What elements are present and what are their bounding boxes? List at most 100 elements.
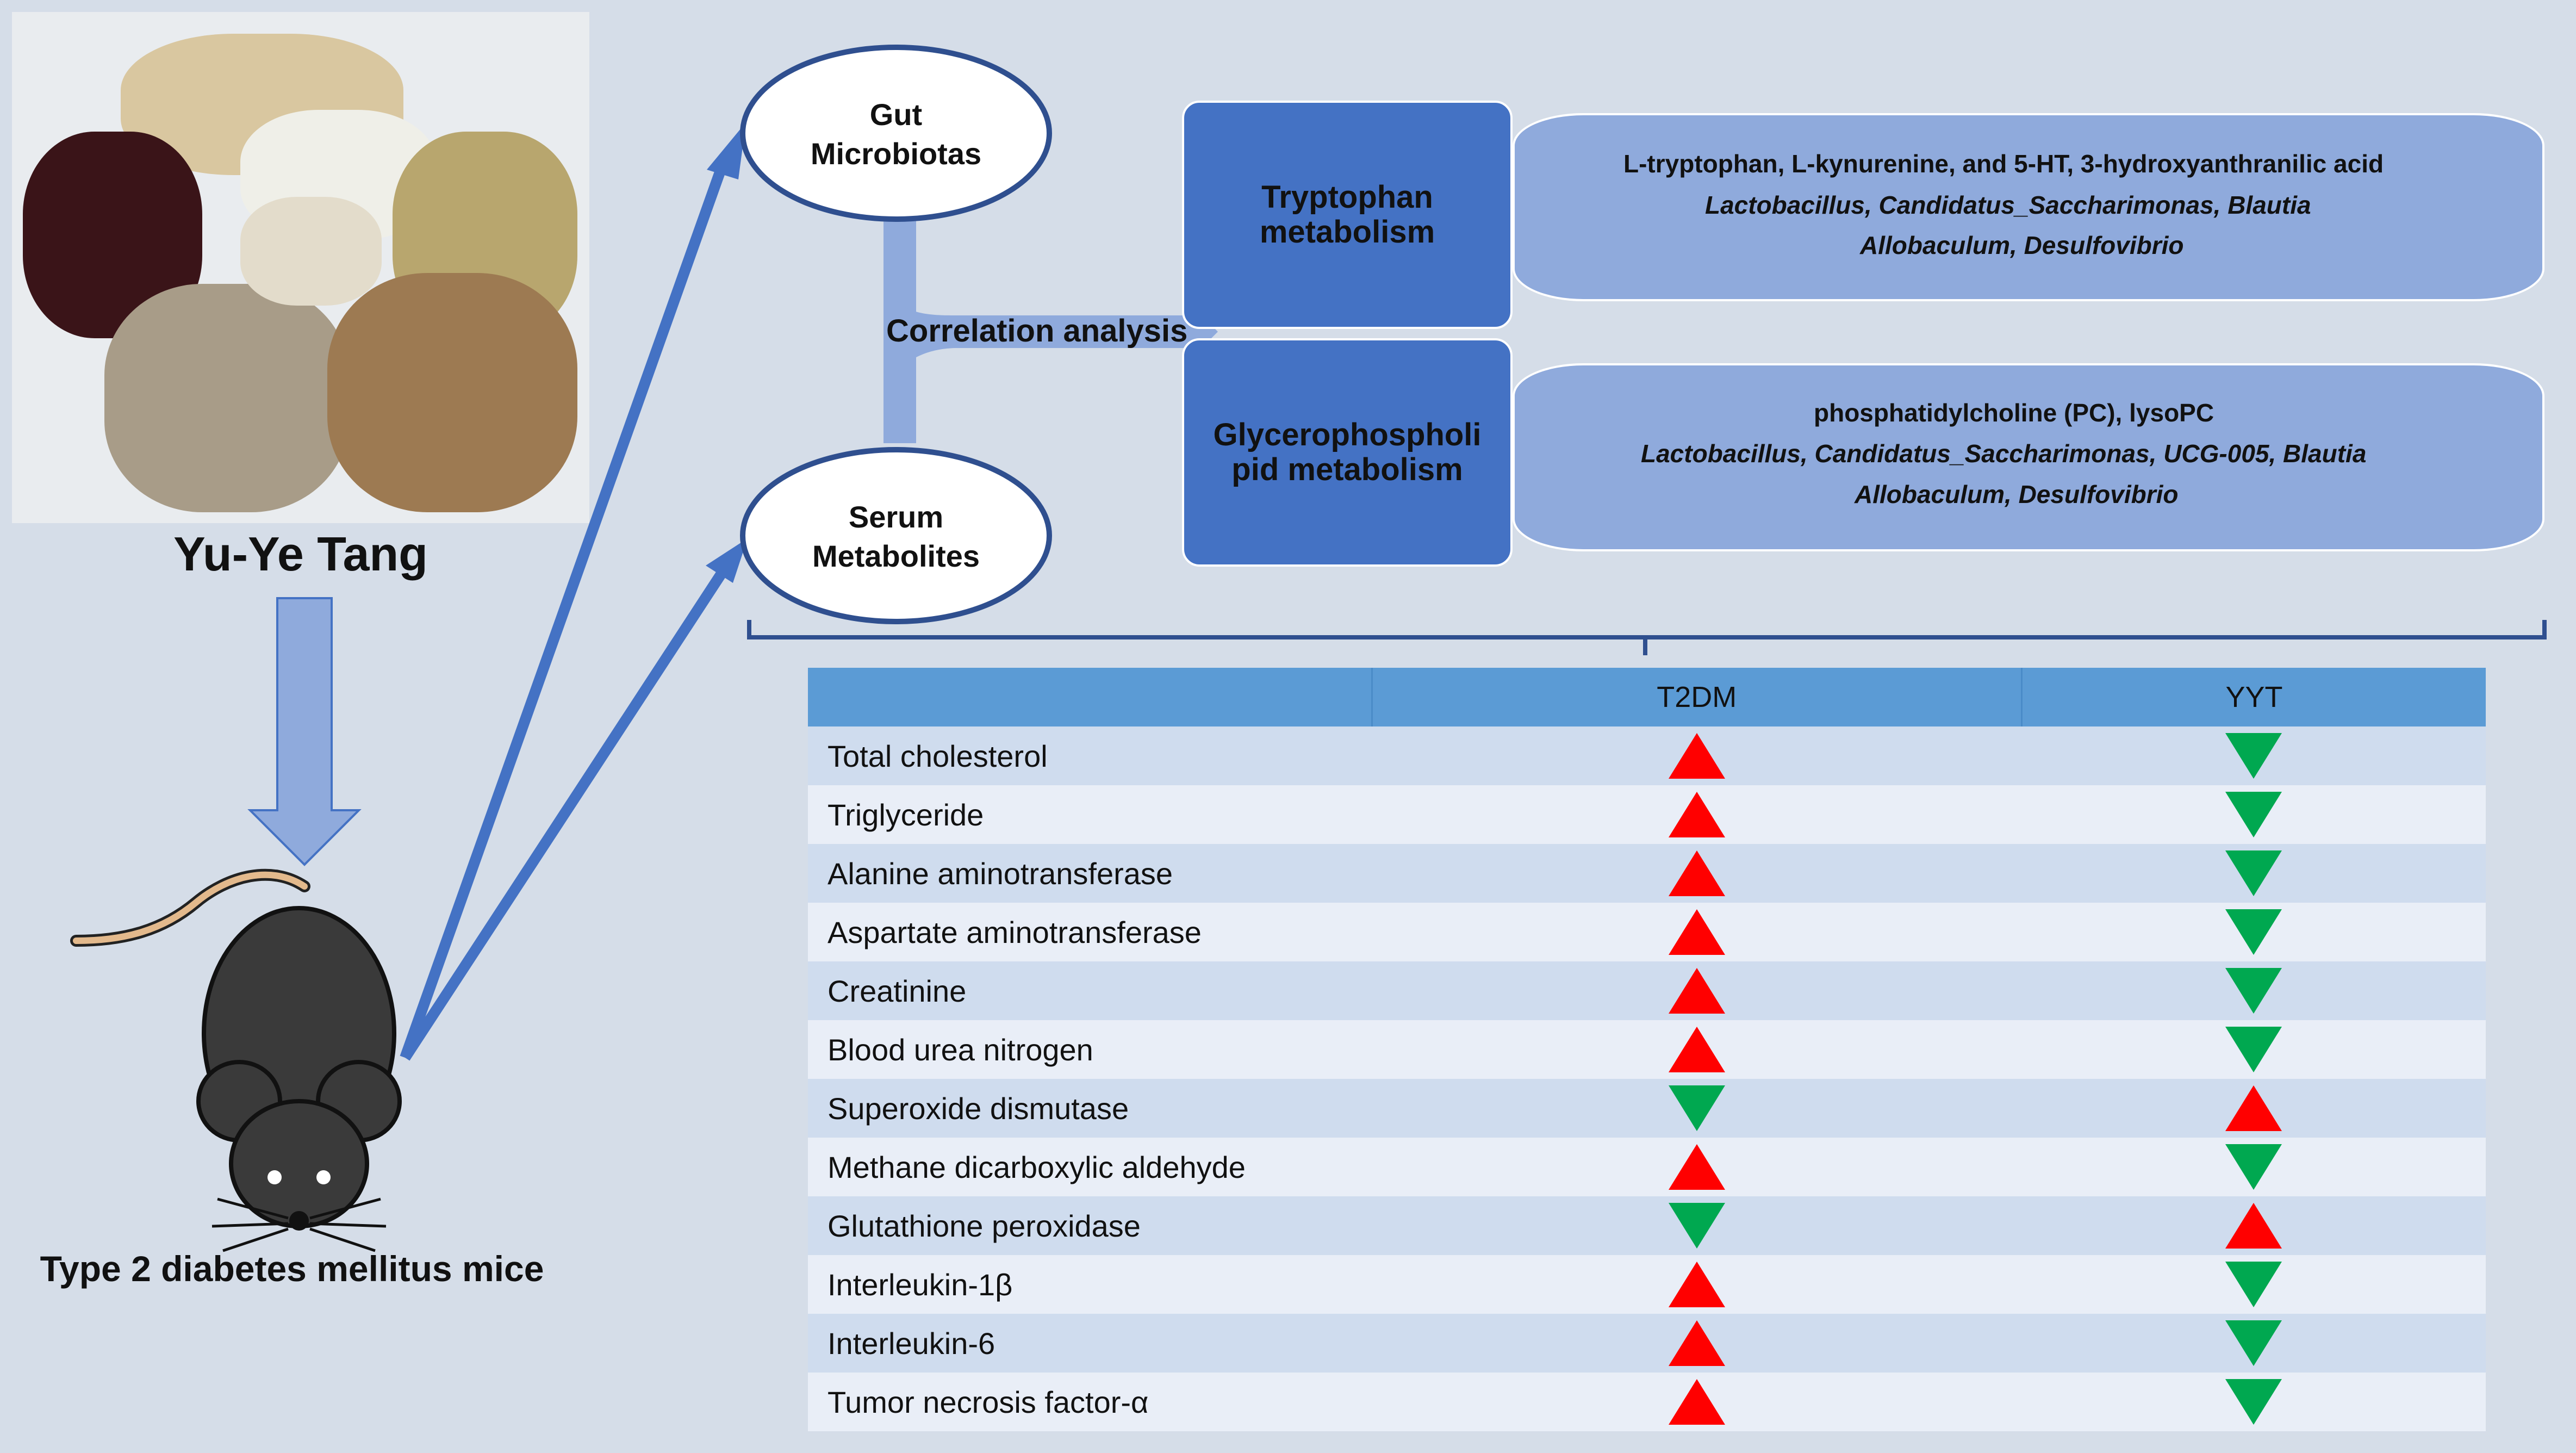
decrease-triangle-icon	[2225, 968, 2282, 1014]
table-row: Tumor necrosis factor-α	[808, 1373, 2486, 1431]
table-row: Total cholesterol	[808, 726, 2486, 785]
marker-name: Tumor necrosis factor-α	[808, 1373, 1372, 1431]
t2dm-cell	[1372, 1020, 2022, 1079]
table-row: Superoxide dismutase	[808, 1079, 2486, 1138]
mouse-icon	[70, 868, 402, 1252]
table-row: Triglyceride	[808, 785, 2486, 844]
marker-name: Triglyceride	[808, 785, 1372, 844]
table-row: Aspartate aminotransferase	[808, 903, 2486, 961]
increase-triangle-icon	[2225, 1085, 2282, 1131]
glycerophospholipid-title-line-1: Glycerophospholi	[1213, 417, 1482, 452]
increase-triangle-icon	[1668, 968, 1725, 1014]
increase-triangle-icon	[1668, 733, 1725, 779]
marker-name: Total cholesterol	[808, 726, 1372, 785]
t2dm-cell	[1372, 1373, 2022, 1431]
t2dm-cell	[1372, 785, 2022, 844]
increase-triangle-icon	[1668, 1379, 1725, 1425]
table-header-row: T2DM YYT	[808, 668, 2486, 726]
gut-label-line-1: Gut	[869, 97, 923, 132]
tryptophan-negative-bacteria: Allobaculum, Desulfovibrio	[1860, 231, 2184, 259]
arrow-to-serum	[400, 568, 728, 1061]
decrease-triangle-icon	[2225, 1379, 2282, 1425]
marker-name: Blood urea nitrogen	[808, 1020, 1372, 1079]
arrow-to-gut-head	[707, 122, 746, 179]
gut-ellipse-label: Gut Microbiotas	[743, 95, 1049, 173]
arrow-to-serum-head	[706, 538, 748, 583]
decrease-triangle-icon	[2225, 850, 2282, 896]
gut-ellipse	[740, 45, 1052, 222]
gut-label-line-2: Microbiotas	[810, 136, 982, 171]
decrease-triangle-icon	[2225, 792, 2282, 837]
t2dm-cell	[1372, 1079, 2022, 1138]
herb-brown-slices	[327, 273, 577, 512]
marker-name: Interleukin-6	[808, 1314, 1372, 1373]
increase-triangle-icon	[1668, 850, 1725, 896]
arrow-to-gut	[400, 161, 729, 1060]
decrease-triangle-icon	[1668, 1085, 1725, 1131]
glycerophospholipid-detail-box: phosphatidylcholine (PC), lysoPC Lactoba…	[1513, 363, 2544, 551]
decrease-triangle-icon	[2225, 1027, 2282, 1072]
marker-name: Superoxide dismutase	[808, 1079, 1372, 1138]
table-row: Methane dicarboxylic aldehyde	[808, 1138, 2486, 1196]
tryptophan-positive-bacteria: Lactobacillus, Candidatus_Saccharimonas,…	[1705, 191, 2311, 219]
increase-triangle-icon	[1668, 1320, 1725, 1366]
glycerophospholipid-negative-bacteria: Allobaculum, Desulfovibrio	[1855, 480, 2179, 508]
yyt-cell	[2021, 1255, 2486, 1314]
header-yyt: YYT	[2021, 668, 2486, 726]
table-row: Creatinine	[808, 961, 2486, 1020]
marker-name: Alanine aminotransferase	[808, 844, 1372, 903]
correlation-label: Correlation analysis	[886, 313, 1188, 349]
tryptophan-pathway-box: Tryptophan metabolism	[1182, 101, 1513, 329]
serum-label-line-1: Serum	[848, 500, 944, 534]
increase-triangle-icon	[1668, 1262, 1725, 1307]
yyt-cell	[2021, 961, 2486, 1020]
t2dm-cell	[1372, 961, 2022, 1020]
glycerophospholipid-positive-bacteria: Lactobacillus, Candidatus_Saccharimonas,…	[1641, 439, 2367, 468]
t2dm-cell	[1372, 1138, 2022, 1196]
yyt-cell	[2021, 844, 2486, 903]
serum-ellipse-label: Serum Metabolites	[743, 498, 1049, 576]
decrease-triangle-icon	[2225, 1144, 2282, 1190]
marker-name: Creatinine	[808, 961, 1372, 1020]
correlation-bridge	[883, 261, 1185, 413]
table-row: Alanine aminotransferase	[808, 844, 2486, 903]
yyt-cell	[2021, 726, 2486, 785]
t2dm-cell	[1372, 1196, 2022, 1255]
decrease-triangle-icon	[1668, 1203, 1725, 1249]
down-arrow	[247, 597, 362, 866]
yyt-cell	[2021, 1373, 2486, 1431]
marker-name: Glutathione peroxidase	[808, 1196, 1372, 1255]
table-row: Blood urea nitrogen	[808, 1020, 2486, 1079]
table-row: Interleukin-6	[808, 1314, 2486, 1373]
herb-photo	[12, 12, 589, 523]
serum-label-line-2: Metabolites	[812, 539, 980, 573]
tryptophan-title-line-2: metabolism	[1259, 214, 1435, 250]
header-marker	[808, 668, 1373, 726]
yyt-cell	[2021, 1314, 2486, 1373]
yyt-cell	[2021, 903, 2486, 961]
herb-pale-pieces	[240, 197, 382, 306]
herb-title: Yu-Ye Tang	[173, 527, 428, 581]
tryptophan-title-line-1: Tryptophan	[1261, 179, 1433, 215]
decrease-triangle-icon	[2225, 733, 2282, 779]
increase-triangle-icon	[1668, 1144, 1725, 1190]
mouse-label: Type 2 diabetes mellitus mice	[40, 1249, 544, 1289]
t2dm-cell	[1372, 903, 2022, 961]
t2dm-cell	[1372, 844, 2022, 903]
table-brace	[747, 620, 2547, 655]
yyt-cell	[2021, 1079, 2486, 1138]
herb-chunks	[104, 284, 349, 512]
table-row: Glutathione peroxidase	[808, 1196, 2486, 1255]
table-row: Interleukin-1β	[808, 1255, 2486, 1314]
t2dm-cell	[1372, 1314, 2022, 1373]
marker-name: Aspartate aminotransferase	[808, 903, 1372, 961]
serum-ellipse	[740, 447, 1052, 624]
tryptophan-detail-box: L-tryptophan, L-kynurenine, and 5-HT, 3-…	[1513, 113, 2544, 301]
increase-triangle-icon	[1668, 1027, 1725, 1072]
increase-triangle-icon	[1668, 909, 1725, 955]
glycerophospholipid-pathway-box: Glycerophospholi pid metabolism	[1182, 338, 1513, 567]
marker-name: Methane dicarboxylic aldehyde	[808, 1138, 1372, 1196]
